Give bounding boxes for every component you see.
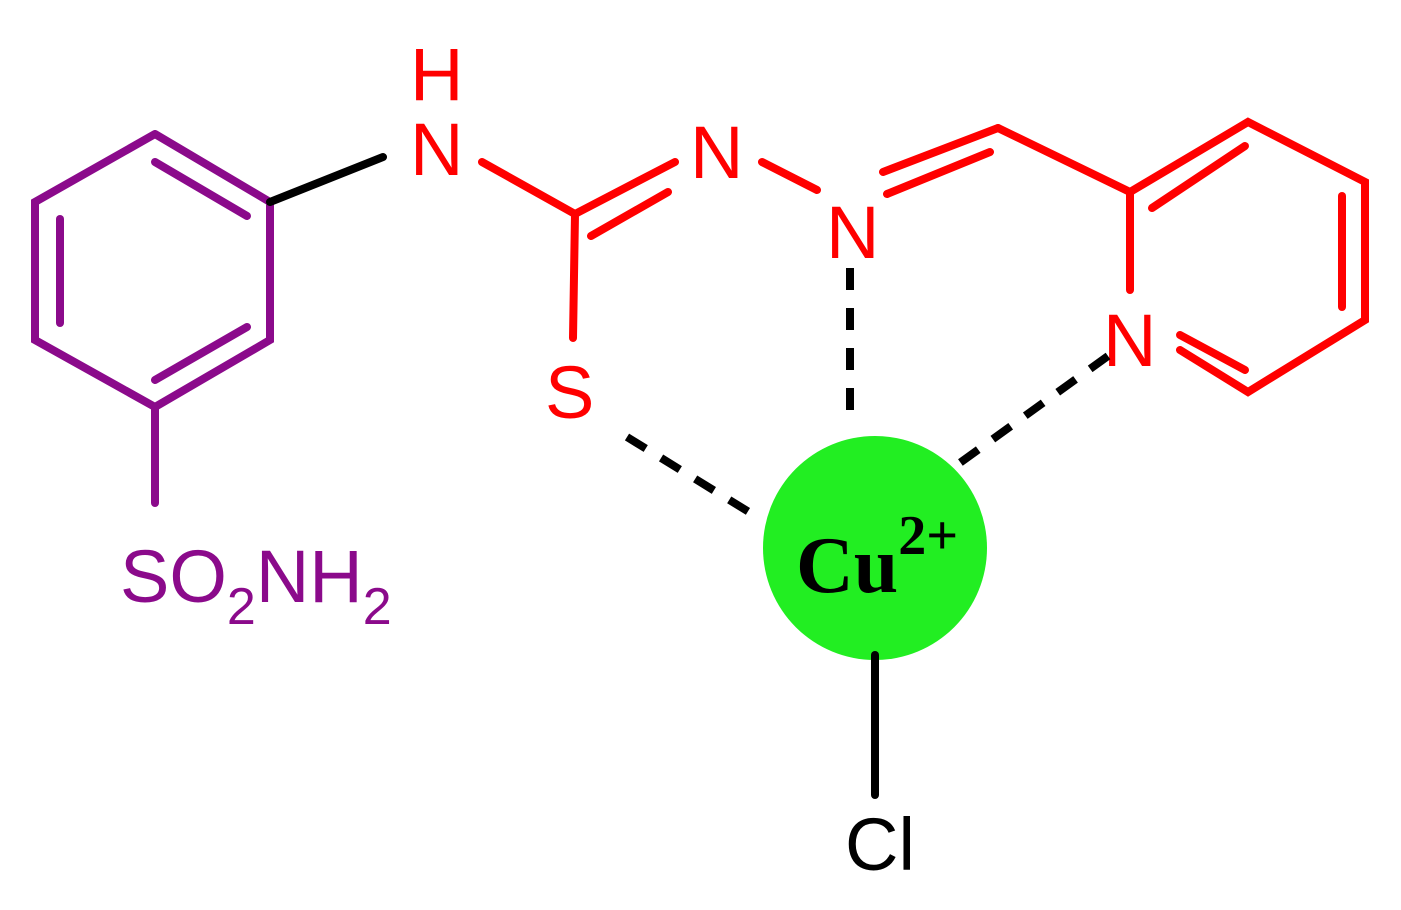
chloride-label: Cl: [845, 803, 915, 886]
o-subscript: 2: [227, 578, 256, 636]
s-atom-label: S: [545, 351, 594, 434]
copper-ion-label: Cu2+: [796, 505, 958, 610]
benzene-outline: [31, 130, 274, 412]
pyridine-inner-bond-3: [1176, 331, 1249, 374]
n-n-bond: [758, 158, 821, 194]
n-pyridine-label: N: [1103, 299, 1156, 382]
benzene-ring: [31, 130, 274, 412]
benzene-inner-bond-1: [151, 158, 251, 220]
n-amine-label: N: [410, 108, 463, 191]
aryl-nh-bond: [266, 153, 387, 206]
benzene-inner-bond-2: [151, 323, 251, 384]
nh-c-bond: [478, 158, 579, 218]
ch-pyridine-bond: [994, 124, 1134, 196]
cu-symbol: Cu: [796, 522, 898, 610]
ligand-atom-labels: H N N N S N: [410, 33, 1156, 434]
c-n-double-bond-a: [571, 158, 679, 218]
n-ch-double-bond-a: [879, 124, 1002, 176]
n-pyridine-cu-coordination: [947, 352, 1111, 474]
so-text: SO: [120, 535, 227, 618]
n-imine-label: N: [826, 191, 879, 274]
c-n-double-bond-b: [587, 188, 672, 240]
sulfonamide-label: SO2NH2: [120, 535, 392, 636]
coordination-bonds: [624, 268, 1111, 524]
h-subscript: 2: [363, 578, 392, 636]
nh-text: NH: [256, 535, 363, 618]
copper-ion-circle: [763, 436, 987, 660]
thiosemicarbazone-chain: [478, 124, 1134, 342]
n-ch-double-bond-b: [883, 148, 994, 198]
h-atom-label: H: [410, 33, 463, 116]
pyridine-inner-bond-1: [1148, 142, 1249, 212]
c-s-bond: [569, 210, 579, 342]
cu-charge: 2+: [898, 505, 958, 567]
pyridine-outline: [1126, 117, 1369, 397]
n-hydrazine-label: N: [690, 111, 743, 194]
pyridine-ring: [1126, 117, 1369, 397]
s-cu-coordination: [624, 433, 765, 524]
